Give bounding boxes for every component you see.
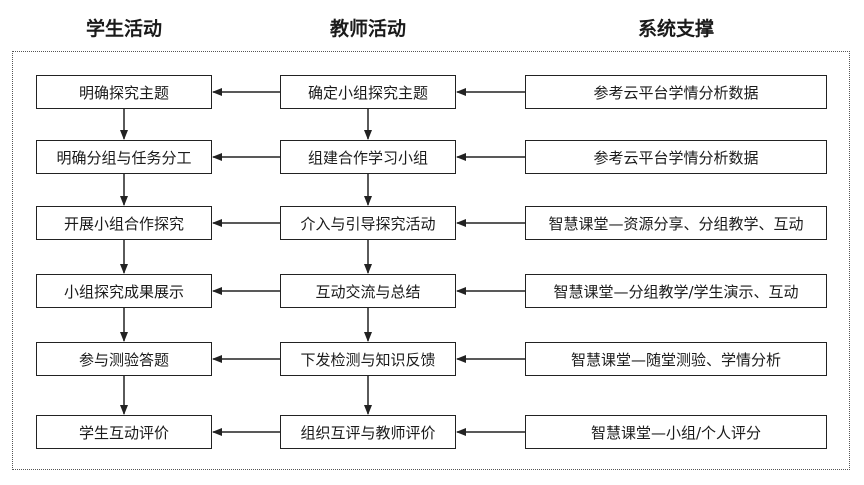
teacher-step-1: 确定小组探究主题 (280, 75, 456, 109)
student-step-5: 参与测验答题 (36, 342, 212, 376)
teacher-step-2: 组建合作学习小组 (280, 140, 456, 174)
teacher-step-6: 组织互评与教师评价 (280, 415, 456, 449)
system-step-5: 智慧课堂—随堂测验、学情分析 (525, 342, 827, 376)
student-step-4: 小组探究成果展示 (36, 274, 212, 308)
header-teacher: 教师活动 (329, 18, 406, 40)
student-step-2: 明确分组与任务分工 (36, 140, 212, 174)
system-step-4: 智慧课堂—分组教学/学生演示、互动 (525, 274, 827, 308)
teacher-step-4: 互动交流与总结 (280, 274, 456, 308)
system-step-2: 参考云平台学情分析数据 (525, 140, 827, 174)
header-system: 系统支撑 (637, 18, 714, 40)
student-step-6: 学生互动评价 (36, 415, 212, 449)
system-step-3: 智慧课堂—资源分享、分组教学、互动 (525, 206, 827, 240)
system-step-6: 智慧课堂—小组/个人评分 (525, 415, 827, 449)
header-student: 学生活动 (85, 18, 162, 40)
teacher-step-5: 下发检测与知识反馈 (280, 342, 456, 376)
diagram-frame (12, 51, 850, 470)
student-step-3: 开展小组合作探究 (36, 206, 212, 240)
system-step-1: 参考云平台学情分析数据 (525, 75, 827, 109)
teacher-step-3: 介入与引导探究活动 (280, 206, 456, 240)
student-step-1: 明确探究主题 (36, 75, 212, 109)
